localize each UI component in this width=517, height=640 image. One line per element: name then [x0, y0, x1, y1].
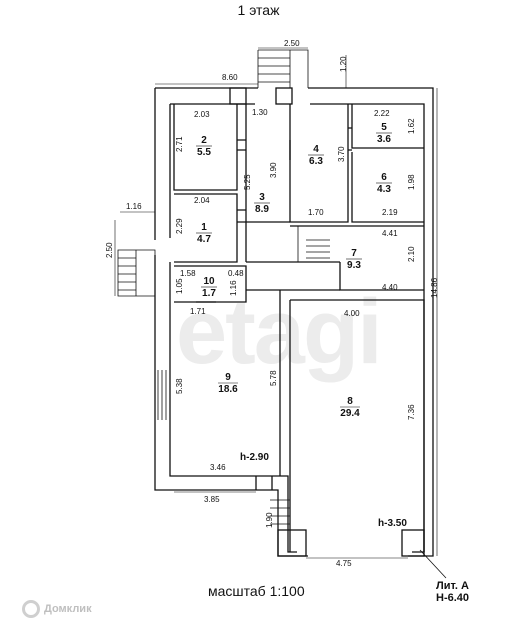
dim-label: 4.40	[382, 283, 398, 292]
outer-wall-outer	[154, 87, 434, 557]
dim-label: 1.62	[407, 118, 416, 134]
room-3-area: 8.9	[255, 204, 269, 215]
dim-label: 1.98	[407, 174, 416, 190]
dim-label: 5.25	[243, 174, 252, 190]
domclick-logo: Домклик	[22, 600, 92, 618]
wall-room2	[173, 104, 238, 191]
room-5-number: 5	[381, 122, 387, 133]
dim-label: 5.78	[269, 370, 278, 386]
dim-label: 3.46	[210, 463, 226, 472]
dim-label: 2.29	[175, 218, 184, 234]
pillar-2	[275, 87, 293, 105]
pillar-1	[229, 87, 247, 105]
stair-left	[117, 249, 156, 297]
walls	[154, 87, 434, 557]
dim-label: 1.16	[126, 202, 142, 211]
dim-label: 2.50	[284, 39, 300, 48]
dim-label: 4.00	[344, 309, 360, 318]
lit-leader	[419, 549, 447, 579]
dim-label: 5.38	[175, 378, 184, 394]
room-4-number: 4	[313, 144, 319, 155]
dim-label: 1.90	[265, 512, 274, 528]
scale-label: масштаб 1:100	[208, 583, 305, 599]
dim-lines	[114, 47, 438, 559]
room-labels: 2 5.5 1 4.7 3 8.9 4 6.3 5 3.6 6 4.3 7 9.…	[196, 122, 407, 529]
wall-room4	[289, 104, 349, 223]
dim-label: 8.60	[222, 73, 238, 82]
dim-label: 1.71	[190, 307, 206, 316]
dim-label: 2.50	[105, 242, 114, 258]
stair-bottom	[270, 499, 290, 525]
floor-title: 1 этаж	[237, 2, 280, 18]
dim-label: 4.75	[336, 559, 352, 568]
room-9-area: 18.6	[218, 384, 238, 395]
lit-line1: Лит. А	[436, 580, 469, 592]
dim-label: 7.36	[407, 404, 416, 420]
wall-corridor3	[245, 104, 340, 263]
wall-room1	[174, 193, 238, 263]
dim-label: 1.58	[180, 269, 196, 278]
stair-top	[257, 49, 309, 88]
lit-label: Лит. А Н-6.40	[436, 580, 469, 604]
dim-label: 0.48	[228, 269, 244, 278]
room-8-area: 29.4	[340, 408, 360, 419]
dim-label: 2.03	[194, 110, 210, 119]
dim-label: 2.04	[194, 196, 210, 205]
wall-room6	[351, 152, 424, 223]
dim-label: 1.16	[229, 280, 238, 296]
dim-label: 4.41	[382, 229, 398, 238]
room-7-area: 9.3	[347, 260, 361, 271]
room-8-height: h-3.50	[378, 518, 407, 529]
room-6-number: 6	[381, 172, 387, 183]
dim-label: 1.30	[252, 108, 268, 117]
room-2-area: 5.5	[197, 147, 211, 158]
room-1-number: 1	[201, 222, 207, 233]
domclick-logo-text: Домклик	[44, 602, 92, 615]
pillar-3	[277, 529, 307, 557]
dim-label: 1.05	[175, 278, 184, 294]
room-2-number: 2	[201, 135, 207, 146]
dim-label: 2.10	[407, 246, 416, 262]
stairs	[117, 49, 330, 525]
dim-label: 3.70	[337, 146, 346, 162]
room-8-number: 8	[347, 396, 353, 407]
dimension-labels: 8.60 2.50 1.20 2.03 1.30 2.22 2.71 1.62 …	[105, 39, 439, 568]
wall-middle	[246, 289, 425, 552]
door-marks	[196, 127, 352, 490]
dim-label: 3.90	[269, 162, 278, 178]
wall-room5	[351, 104, 424, 149]
dim-label: 1.20	[339, 56, 348, 72]
room-7-number: 7	[351, 248, 357, 259]
window-left	[157, 370, 167, 420]
room-3-number: 3	[259, 192, 265, 203]
room-9-number: 9	[225, 372, 231, 383]
room-5-area: 3.6	[377, 134, 391, 145]
dim-label: 14.86	[430, 277, 439, 298]
lit-line2: Н-6.40	[436, 592, 470, 604]
dim-label: 1.70	[308, 208, 324, 217]
dim-label: 3.85	[204, 495, 220, 504]
dim-label: 2.19	[382, 208, 398, 217]
room-10-number: 10	[203, 276, 215, 287]
room-6-area: 4.3	[377, 184, 391, 195]
dim-label: 2.71	[175, 136, 184, 152]
stair-inner	[297, 226, 330, 262]
room-10-area: 1.7	[202, 288, 216, 299]
pillar-4	[401, 529, 425, 557]
room-1-area: 4.7	[197, 234, 211, 245]
room-9-height: h-2.90	[240, 452, 269, 463]
dim-label: 2.22	[374, 109, 390, 118]
room-4-area: 6.3	[309, 156, 323, 167]
domclick-logo-icon	[22, 600, 40, 618]
